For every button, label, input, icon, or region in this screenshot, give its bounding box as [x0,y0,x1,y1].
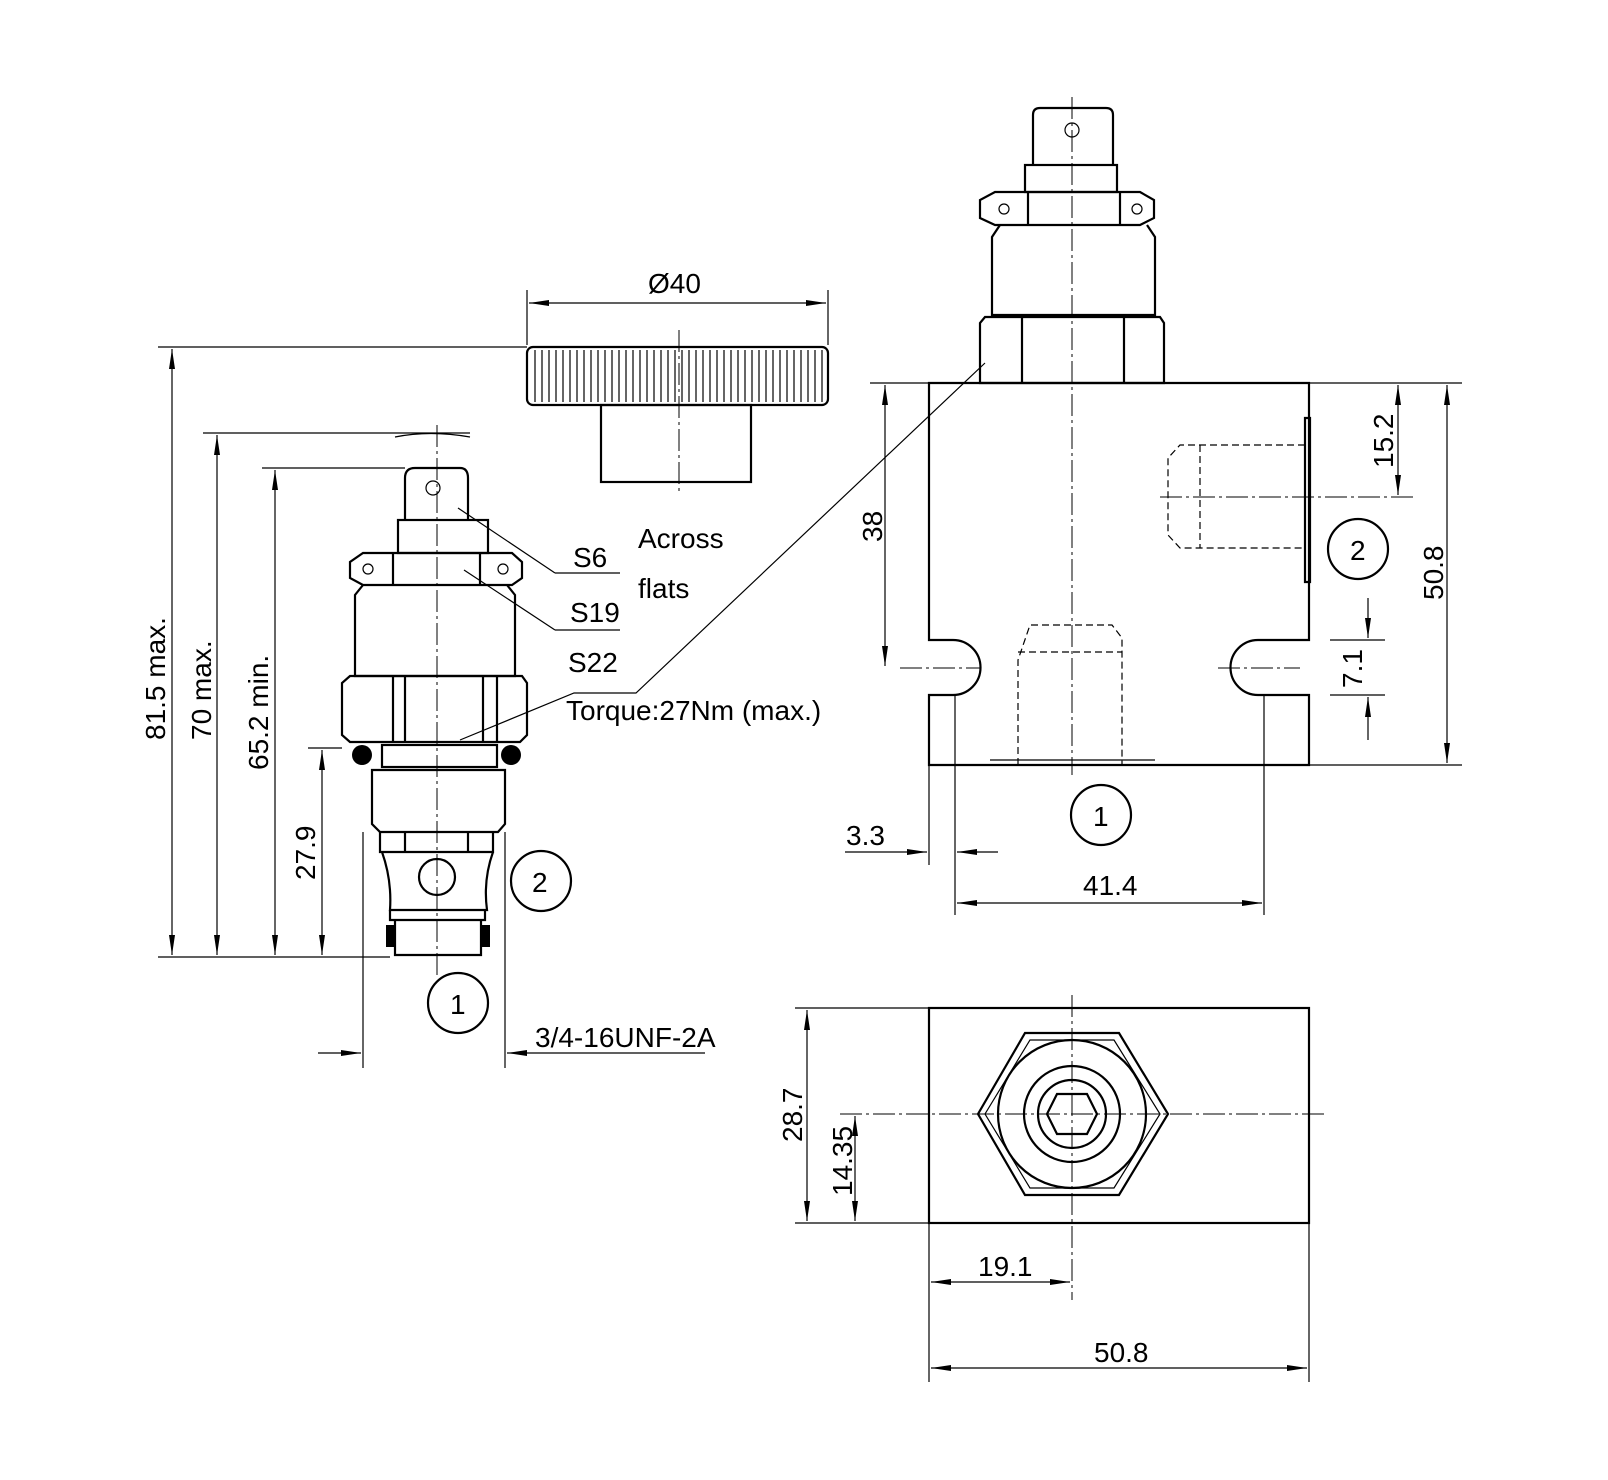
overall-max-label: 81.5 max. [140,617,171,740]
knob-diameter-label: Ø40 [648,268,701,299]
block-front-dimensions: 38 15.2 50.8 7.1 2 1 3.3 41.4 [845,382,1462,915]
flats-label: flats [638,573,689,604]
block-port-2-label: 2 [1350,535,1366,566]
dim-28-7-label: 28.7 [777,1088,808,1143]
dim-14-35-label: 14.35 [827,1126,858,1196]
dim-50-8-width-label: 50.8 [1094,1337,1149,1368]
block-top-view [840,995,1325,1300]
dim-19-1-label: 19.1 [978,1251,1033,1282]
adjustment-knob: Ø40 [525,268,830,495]
length-min-label: 65.2 min. [243,655,274,770]
port-height-label: 27.9 [290,826,321,881]
block-port-1-label: 1 [1093,801,1109,832]
dim-3-3-label: 3.3 [846,820,885,851]
across-flats-callouts: S6 Across flats S19 S22 Torque:27Nm (max… [457,362,986,741]
s22-label: S22 [568,647,618,678]
dim-50-8-height-label: 50.8 [1418,546,1449,601]
port-2-label: 2 [532,867,548,898]
dim-7-1-label: 7.1 [1337,649,1368,688]
dim-15-2-label: 15.2 [1368,414,1399,469]
length-max-label: 70 max. [186,640,217,740]
s6-label: S6 [573,542,607,573]
thread-label: 3/4-16UNF-2A [535,1022,716,1053]
dim-41-4-label: 41.4 [1083,870,1138,901]
across-label: Across [638,523,724,554]
block-top-dimensions: 28.7 14.35 19.1 50.8 [777,1007,1310,1382]
cartridge-side-view [340,425,529,975]
torque-label: Torque:27Nm (max.) [566,695,821,726]
port-2-marker [509,849,573,913]
port-1-label: 1 [450,989,466,1020]
block-front-view [900,97,1415,775]
s19-label: S19 [570,597,620,628]
port-1-marker [426,971,490,1035]
cartridge-dimensions: 81.5 max. 70 max. 65.2 min. 27.9 3/4-16U… [140,346,716,1068]
dim-38-label: 38 [857,511,888,542]
